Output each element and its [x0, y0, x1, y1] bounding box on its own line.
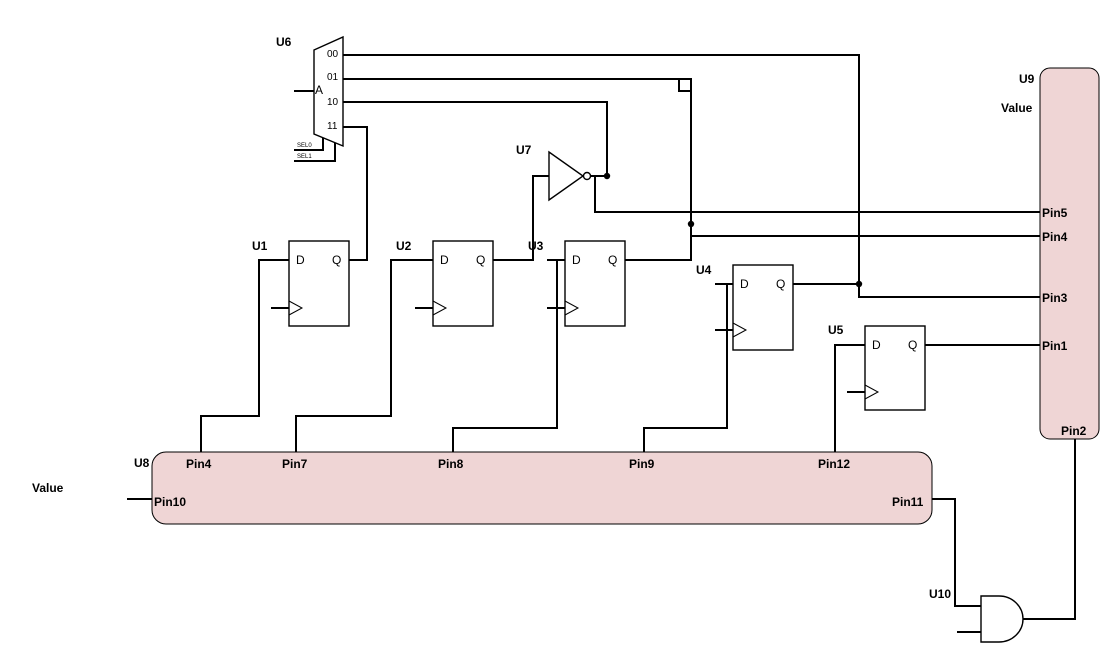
- u8-pin8: Pin8: [438, 457, 464, 471]
- ff-d-label: D: [872, 338, 881, 352]
- clock-triangle: [732, 322, 748, 338]
- clock-triangle: [564, 300, 580, 316]
- u8-pin12: Pin12: [818, 457, 850, 471]
- inverter-bubble: [582, 171, 592, 181]
- u8-value-label: Value: [32, 481, 64, 495]
- u6-out-00: 00: [327, 49, 339, 60]
- ff-q-label: Q: [908, 338, 917, 352]
- wire-pin5: [594, 176, 1041, 213]
- ff-d-label: D: [740, 277, 749, 291]
- wire-u3q: [625, 235, 1041, 261]
- wires: [127, 54, 1076, 633]
- u8-body: [151, 451, 933, 525]
- u9-value-label: Value: [1001, 101, 1033, 115]
- ff-body: [288, 240, 350, 327]
- u10-ref: U10: [929, 587, 951, 601]
- u1-ref: U1: [252, 239, 268, 253]
- inverter-body: [548, 150, 585, 202]
- clock-triangle: [288, 300, 304, 316]
- ff-q-label: Q: [776, 277, 785, 291]
- u5-ref: U5: [828, 323, 844, 337]
- u9-ref: U9: [1019, 72, 1035, 86]
- wire-pin11-u10: [931, 498, 981, 607]
- wire-mux01: [343, 78, 692, 236]
- u6-ref: U6: [276, 35, 292, 49]
- u7-ref: U7: [516, 143, 532, 157]
- flipflop-u4[interactable]: D Q U4: [696, 263, 794, 351]
- u6-out-10: 10: [327, 97, 339, 108]
- u8-ref: U8: [134, 456, 150, 470]
- wire-pin7-u2d: [295, 259, 433, 453]
- u8-pin7: Pin7: [282, 457, 308, 471]
- u9-pin3: Pin3: [1042, 291, 1068, 305]
- ff-d-label: D: [572, 253, 581, 267]
- u9-pin1: Pin1: [1042, 339, 1068, 353]
- wire-pin4-u1d: [200, 259, 289, 453]
- u6-sel1: SEL1: [297, 154, 312, 160]
- u6-sel0: SEL0: [297, 143, 312, 149]
- ff-d-label: D: [440, 253, 449, 267]
- junction-dot: [603, 172, 611, 180]
- wire-pin9-u4d: [643, 283, 733, 453]
- u9-pin4: Pin4: [1042, 230, 1068, 244]
- junctions: [603, 172, 863, 288]
- junction-dot: [855, 280, 863, 288]
- clock-triangle: [864, 384, 880, 400]
- ff-q-label: Q: [608, 253, 617, 267]
- u8-pin4: Pin4: [186, 457, 212, 471]
- u4-ref: U4: [696, 263, 712, 277]
- ff-q-label: Q: [332, 253, 341, 267]
- u6-out-01: 01: [327, 72, 339, 83]
- u6-out-11: 11: [327, 121, 338, 132]
- flipflop-u3[interactable]: D Q U3: [528, 239, 626, 327]
- wire-mux10: [343, 101, 608, 176]
- ff-d-label: D: [296, 253, 305, 267]
- ff-q-label: Q: [476, 253, 485, 267]
- u9-pin2: Pin2: [1061, 424, 1087, 438]
- flipflop-u2[interactable]: D Q U2: [396, 239, 494, 327]
- and-gate-body: [980, 595, 1024, 643]
- mux-body: [313, 35, 344, 148]
- junction-dot: [687, 220, 695, 228]
- wire-mux01-kink: [678, 79, 691, 92]
- ff-body: [864, 325, 926, 411]
- u8-pin11: Pin11: [892, 495, 924, 509]
- and-gate-u10[interactable]: U10: [929, 587, 1024, 643]
- wire-sel0: [294, 138, 324, 151]
- u8-pin10: Pin10: [154, 495, 186, 509]
- ff-body: [432, 240, 494, 327]
- block-u8[interactable]: U8 Value Pin4 Pin7 Pin8 Pin9 Pin12 Pin10…: [32, 451, 933, 525]
- wire-u2q-u7: [493, 175, 549, 261]
- inverter-u7[interactable]: U7: [516, 143, 592, 202]
- u8-pin9: Pin9: [629, 457, 655, 471]
- u6-input-a: A: [315, 83, 323, 97]
- wire-u4q: [793, 283, 1041, 298]
- ff-body: [732, 264, 794, 351]
- wire-mux00: [343, 54, 860, 284]
- u9-body: [1039, 67, 1100, 440]
- mux-u6[interactable]: U6 A 00 01 10 11 SEL0 SEL1: [276, 35, 344, 160]
- u9-pin5: Pin5: [1042, 206, 1068, 220]
- wire-mux11: [343, 126, 368, 261]
- u3-ref: U3: [528, 239, 544, 253]
- u2-ref: U2: [396, 239, 412, 253]
- wire-u10-pin2: [1023, 439, 1076, 620]
- clock-triangle: [432, 300, 448, 316]
- ff-body: [564, 240, 626, 327]
- wire-pin12-u5d: [834, 344, 865, 453]
- block-u9[interactable]: U9 Value Pin5 Pin4 Pin3 Pin1 Pin2: [1001, 67, 1100, 440]
- flipflop-u1[interactable]: D Q U1: [252, 239, 350, 327]
- flipflop-u5[interactable]: D Q U5: [828, 323, 926, 411]
- wire-sel1: [294, 143, 336, 162]
